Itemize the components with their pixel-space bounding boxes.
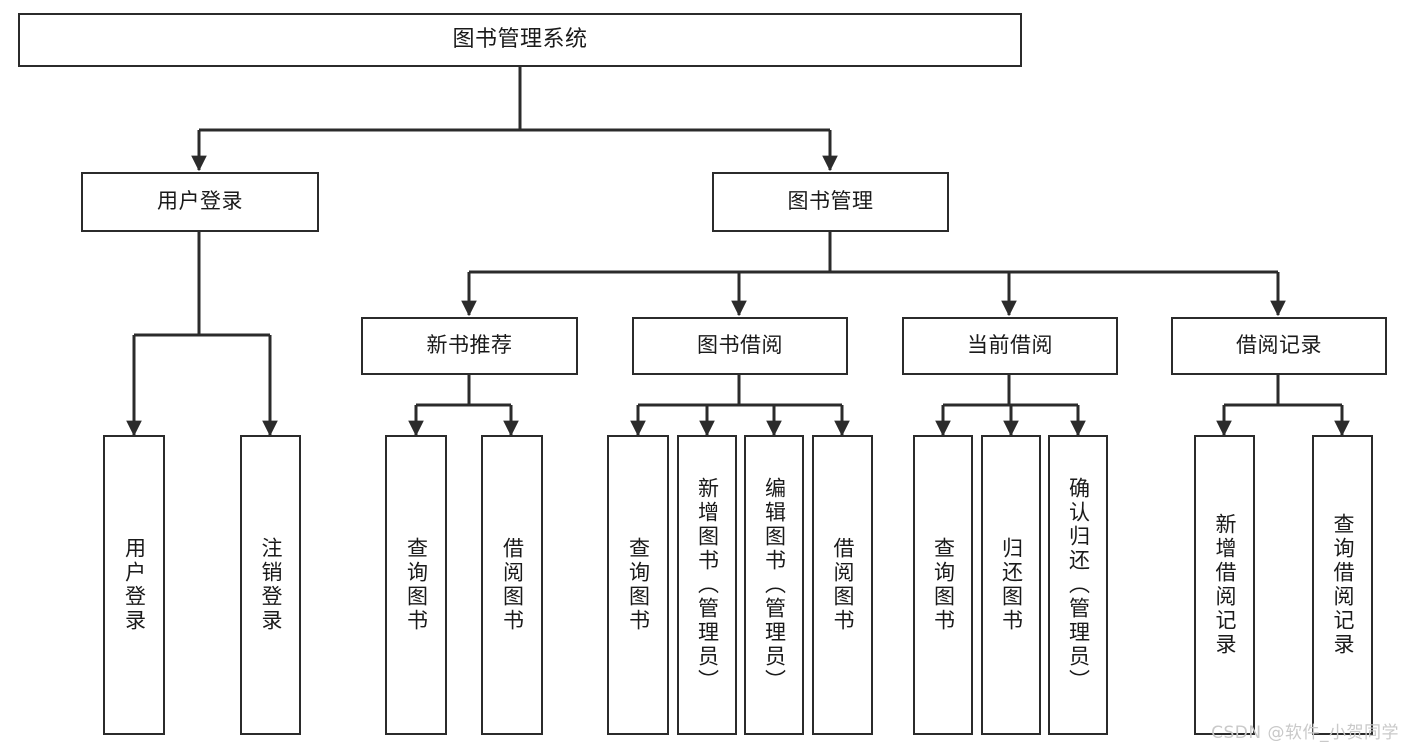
node-root[interactable]: 图书管理系统 [18, 13, 1022, 67]
node-leaf-query-borrow-record[interactable]: 查询借阅记录 [1312, 435, 1373, 735]
node-leaf-edit-book-admin[interactable]: 编辑图书（管理员） [744, 435, 804, 735]
node-leaf-add-borrow-record[interactable]: 新增借阅记录 [1194, 435, 1255, 735]
node-leaf-return-book[interactable]: 归还图书 [981, 435, 1041, 735]
node-leaf-query-book-current-label: 查询图书 [931, 537, 956, 633]
node-leaf-logout-label: 注销登录 [259, 537, 283, 633]
node-borrow-record-label: 借阅记录 [1236, 333, 1322, 358]
node-leaf-confirm-return-admin-label: 确认归还（管理员） [1066, 477, 1091, 693]
node-leaf-query-book-borrow-label: 查询图书 [626, 537, 651, 633]
node-leaf-add-book-admin[interactable]: 新增图书（管理员） [677, 435, 737, 735]
node-current-borrow-label: 当前借阅 [967, 333, 1053, 358]
node-leaf-query-book-recommend-label: 查询图书 [404, 537, 429, 633]
node-leaf-add-borrow-record-label: 新增借阅记录 [1213, 513, 1237, 657]
node-book-borrow[interactable]: 图书借阅 [632, 317, 848, 375]
node-leaf-add-book-admin-label: 新增图书（管理员） [695, 477, 720, 693]
node-leaf-borrow-book-recommend-label: 借阅图书 [500, 537, 525, 633]
node-leaf-user-login[interactable]: 用户登录 [103, 435, 165, 735]
node-root-label: 图书管理系统 [452, 26, 588, 52]
node-book-management[interactable]: 图书管理 [712, 172, 949, 232]
node-leaf-query-book-borrow[interactable]: 查询图书 [607, 435, 669, 735]
node-leaf-borrow-book[interactable]: 借阅图书 [812, 435, 873, 735]
node-leaf-query-book-recommend[interactable]: 查询图书 [385, 435, 447, 735]
node-leaf-borrow-book-label: 借阅图书 [831, 537, 855, 633]
node-new-book-recommend-label: 新书推荐 [426, 333, 513, 358]
node-book-borrow-label: 图书借阅 [697, 333, 783, 358]
node-leaf-borrow-book-recommend[interactable]: 借阅图书 [481, 435, 543, 735]
node-leaf-user-login-label: 用户登录 [122, 537, 147, 633]
node-leaf-return-book-label: 归还图书 [999, 537, 1024, 633]
node-leaf-query-borrow-record-label: 查询借阅记录 [1331, 513, 1355, 657]
node-current-borrow[interactable]: 当前借阅 [902, 317, 1118, 375]
node-user-login[interactable]: 用户登录 [81, 172, 319, 232]
node-new-book-recommend[interactable]: 新书推荐 [361, 317, 578, 375]
node-leaf-confirm-return-admin[interactable]: 确认归还（管理员） [1048, 435, 1108, 735]
node-leaf-query-book-current[interactable]: 查询图书 [913, 435, 973, 735]
node-leaf-logout[interactable]: 注销登录 [240, 435, 301, 735]
node-user-login-label: 用户登录 [157, 189, 243, 214]
node-book-management-label: 图书管理 [787, 189, 874, 214]
node-leaf-edit-book-admin-label: 编辑图书（管理员） [762, 477, 787, 693]
node-borrow-record[interactable]: 借阅记录 [1171, 317, 1387, 375]
